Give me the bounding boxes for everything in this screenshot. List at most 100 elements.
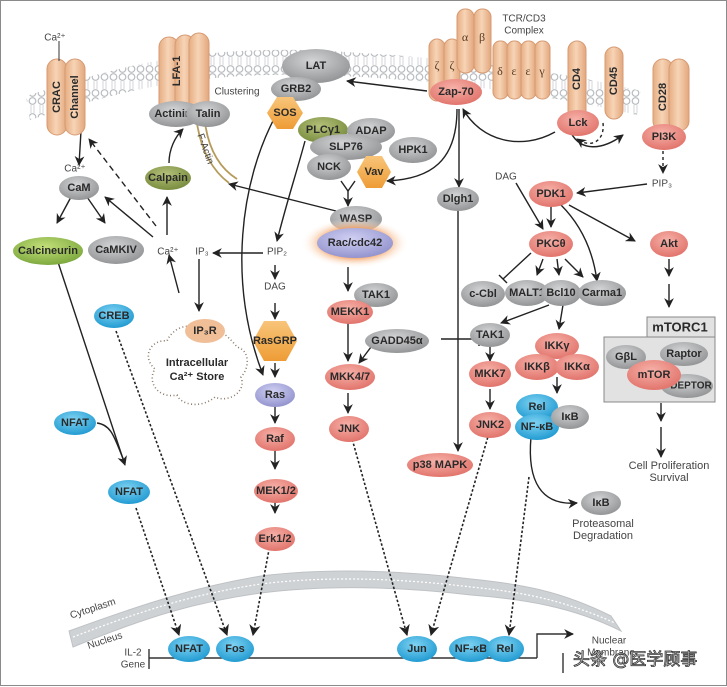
cd4-receptor[interactable]: CD4: [567, 40, 587, 122]
svg-text:Calcineurin: Calcineurin: [18, 245, 78, 257]
node-ikk-beta[interactable]: IKKβ: [515, 354, 559, 380]
nuclear-jun[interactable]: Jun: [397, 636, 437, 662]
node-pi3k[interactable]: PI3K: [642, 124, 686, 150]
svg-text:Akt: Akt: [660, 238, 678, 250]
node-carma1[interactable]: Carma1: [578, 280, 626, 306]
node-tak1-right[interactable]: TAK1: [470, 323, 510, 347]
svg-text:CaMKIV: CaMKIV: [95, 244, 137, 256]
node-erk12[interactable]: Erk1/2: [255, 527, 295, 551]
node-mek12[interactable]: MEK1/2: [254, 479, 298, 503]
mtorc1-complex[interactable]: mTORC1 GβL Raptor DEPTOR mTOR: [603, 316, 716, 403]
node-ikb[interactable]: IκB: [551, 405, 589, 429]
node-raptor[interactable]: Raptor: [660, 342, 708, 366]
cd4-label: CD4: [571, 67, 583, 90]
node-lat[interactable]: LAT: [282, 49, 350, 83]
node-sos[interactable]: SOS: [267, 97, 303, 129]
beta-chain: β: [479, 30, 485, 44]
svg-text:JNK: JNK: [338, 423, 360, 435]
node-p38-mapk[interactable]: p38 MAPK: [407, 453, 473, 477]
clustering-label: Clustering: [214, 87, 259, 98]
node-vav[interactable]: Vav: [357, 156, 391, 188]
svg-text:PKCθ: PKCθ: [536, 238, 565, 250]
nuclear-rel[interactable]: Rel: [486, 636, 524, 662]
node-jnk2[interactable]: JNK2: [469, 412, 511, 438]
node-nfat-cytoplasm[interactable]: NFAT: [54, 411, 96, 435]
node-ikk-alpha[interactable]: IKKα: [555, 354, 599, 380]
svg-text:DEPTOR: DEPTOR: [670, 381, 712, 392]
node-slp76[interactable]: SLP76: [310, 134, 382, 160]
node-gbl[interactable]: GβL: [606, 345, 646, 369]
node-c-cbl[interactable]: c-Cbl: [461, 281, 505, 307]
nuclear-nfat[interactable]: NFAT: [168, 636, 210, 662]
node-cam[interactable]: CaM: [59, 176, 99, 200]
node-calpain[interactable]: Calpain: [145, 166, 191, 190]
pip3-label: PIP₃: [652, 179, 672, 190]
cd28-receptor[interactable]: CD28: [652, 58, 690, 132]
svg-text:Lck: Lck: [569, 117, 589, 129]
node-pkc-theta[interactable]: PKCθ: [529, 231, 573, 257]
node-nfat-mid[interactable]: NFAT: [108, 480, 150, 504]
node-raf[interactable]: Raf: [255, 427, 295, 451]
cd45-receptor[interactable]: CD45: [604, 46, 624, 120]
svg-text:Rel: Rel: [496, 643, 513, 655]
node-creb[interactable]: CREB: [94, 304, 134, 328]
svg-text:MEKK1: MEKK1: [331, 306, 370, 318]
node-rasgrp[interactable]: RasGRP: [253, 321, 297, 361]
nuclear-fos[interactable]: Fos: [216, 636, 254, 662]
svg-text:IKKβ: IKKβ: [524, 361, 550, 373]
svg-text:PI3K: PI3K: [652, 131, 677, 143]
delta-chain: δ: [497, 64, 503, 78]
nuclear-nf-kb[interactable]: NF-κB: [449, 636, 493, 662]
survival-label: Survival: [649, 472, 688, 484]
crac-channel[interactable]: CRAC Channel: [46, 41, 86, 136]
node-tak1-mid[interactable]: TAK1: [354, 283, 398, 307]
intracellular-ca-store[interactable]: Intracellular Ca²⁺ Store: [147, 325, 249, 406]
svg-text:TAK1: TAK1: [476, 329, 504, 341]
node-ras[interactable]: Ras: [255, 383, 295, 407]
tcr-title-2: Complex: [504, 26, 543, 37]
node-akt[interactable]: Akt: [650, 231, 688, 257]
node-mkk47[interactable]: MKK4/7: [325, 364, 375, 390]
node-bcl10[interactable]: Bcl10: [541, 280, 581, 306]
node-ip3r[interactable]: IP₃R: [185, 319, 225, 343]
node-ikb-degradation[interactable]: IκB: [581, 491, 621, 515]
node-ikk-gamma[interactable]: IKKγ: [535, 333, 579, 359]
tcr-cd3-complex[interactable]: ζ ζ α β δ ε ε γ: [428, 8, 551, 102]
store-label-1: Intracellular: [166, 357, 229, 369]
node-talin[interactable]: Talin: [186, 101, 230, 127]
node-nck[interactable]: NCK: [307, 154, 351, 180]
lfa1-receptor[interactable]: LFA-1: [158, 32, 210, 120]
node-nf-kb[interactable]: NF-κB: [515, 414, 559, 440]
node-mekk1[interactable]: MEKK1: [327, 300, 373, 324]
node-zap70[interactable]: Zap-70: [430, 79, 482, 105]
svg-text:JNK2: JNK2: [476, 419, 504, 431]
degradation-label: Degradation: [573, 530, 633, 542]
node-rac-cdc42[interactable]: Rac/cdc42: [301, 218, 409, 268]
svg-text:GβL: GβL: [615, 351, 637, 363]
node-camkiv[interactable]: CaMKIV: [88, 236, 144, 264]
node-mtor[interactable]: mTOR: [627, 360, 681, 390]
node-gadd45a[interactable]: GADD45α: [365, 329, 429, 353]
channel-label: Channel: [69, 75, 81, 118]
zeta-chain-1: ζ: [435, 58, 440, 72]
node-malt1[interactable]: MALT1: [505, 280, 549, 306]
node-pdk1[interactable]: PDK1: [529, 181, 573, 207]
node-jnk[interactable]: JNK: [329, 416, 369, 442]
node-mkk7[interactable]: MKK7: [469, 361, 511, 387]
store-label-2: Ca²⁺ Store: [170, 371, 225, 383]
ip3-label: IP₃: [195, 247, 209, 258]
svg-text:Dlgh1: Dlgh1: [443, 193, 474, 205]
node-calcineurin[interactable]: Calcineurin: [13, 237, 83, 265]
svg-text:IKKγ: IKKγ: [544, 340, 570, 352]
dag-mid-label: DAG: [264, 282, 286, 293]
node-lck[interactable]: Lck: [557, 110, 599, 136]
node-rel[interactable]: Rel: [516, 394, 558, 420]
translocation-arrows: [115, 330, 530, 637]
svg-text:Bcl10: Bcl10: [546, 287, 575, 299]
crac-label: CRAC: [51, 81, 63, 113]
ca-mid-label: Ca²⁺: [157, 247, 178, 258]
node-dlgh1[interactable]: Dlgh1: [437, 187, 479, 211]
node-hpk1[interactable]: HPK1: [389, 137, 437, 163]
svg-text:GRB2: GRB2: [281, 83, 312, 95]
node-grb2[interactable]: GRB2: [271, 77, 321, 101]
